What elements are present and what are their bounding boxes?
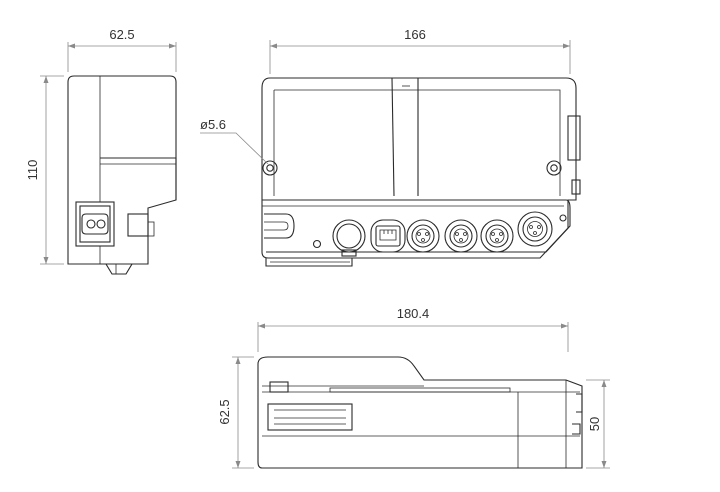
bottom-width-label: 180.4 [397,306,430,321]
hole-diameter-label: ø5.6 [200,117,226,132]
front-width-label: 166 [404,27,426,42]
side-view: 62.5 110 [25,27,177,275]
front-view: 166 ø5.6 [200,27,581,267]
side-width-label: 62.5 [109,27,134,42]
side-height-label: 110 [25,160,40,181]
bottom-height-left-label: 62.5 [217,399,232,424]
bottom-view: 180.4 62.5 50 [217,306,610,469]
bottom-height-right-label: 50 [587,417,602,431]
